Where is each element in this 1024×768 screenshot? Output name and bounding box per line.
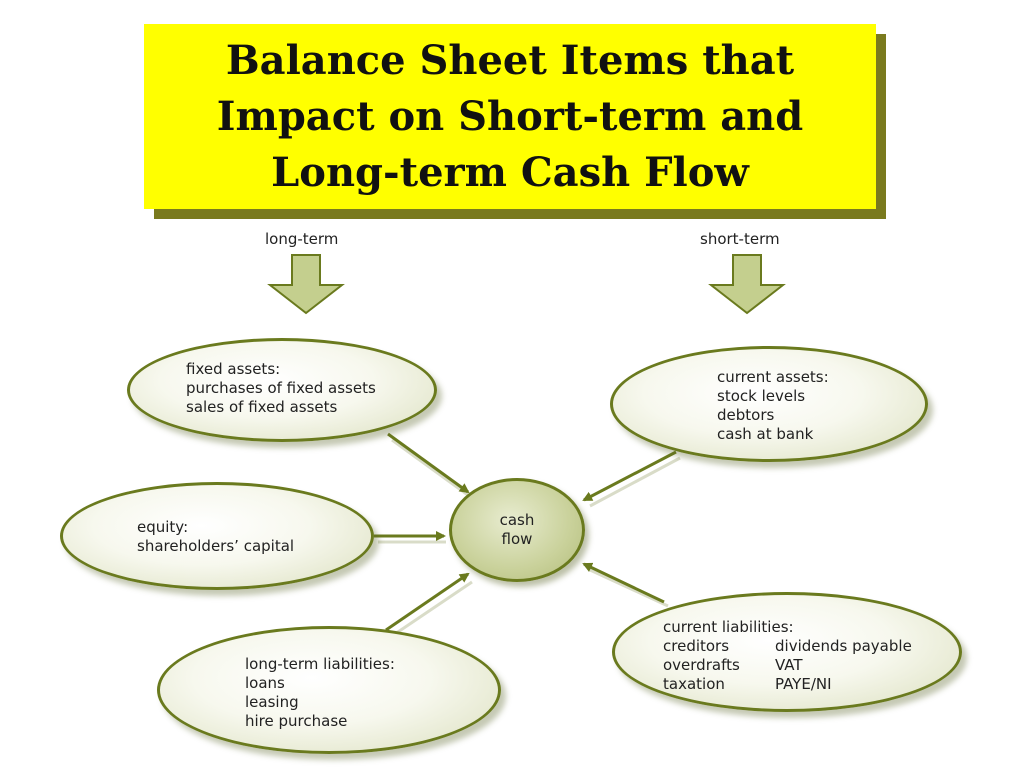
fixed-assets-node: fixed assets: purchases of fixed assets … <box>127 338 437 442</box>
fixed-assets-item: sales of fixed assets <box>186 398 338 416</box>
title-box: Balance Sheet Items that Impact on Short… <box>144 24 876 209</box>
title-line-3: Long-term Cash Flow <box>271 148 749 196</box>
current-assets-item: stock levels <box>717 387 806 405</box>
current-assets-item: debtors <box>717 406 775 424</box>
short-term-down-arrow <box>708 254 786 315</box>
table-cell: overdrafts <box>663 656 740 674</box>
equity-node: equity: shareholders’ capital <box>60 482 374 590</box>
cash-flow-line-1: cash <box>499 511 535 529</box>
current-liabilities-text: current liabilities: creditors dividends… <box>663 618 912 694</box>
current-liabilities-heading: current liabilities: <box>663 618 794 636</box>
current-assets-node: current assets: stock levels debtors cas… <box>610 346 928 462</box>
table-row: taxation PAYE/NI <box>663 675 912 694</box>
title-line-1: Balance Sheet Items that <box>225 36 795 84</box>
long-term-liabilities-item: hire purchase <box>245 712 348 730</box>
fixed-assets-item: purchases of fixed assets <box>186 379 376 397</box>
table-row: overdrafts VAT <box>663 656 912 675</box>
table-cell: creditors <box>663 637 730 655</box>
current-assets-heading: current assets: <box>717 368 829 386</box>
table-row: creditors dividends payable <box>663 637 912 656</box>
current-liabilities-node: current liabilities: creditors dividends… <box>612 592 962 712</box>
table-cell: taxation <box>663 675 725 693</box>
connector-long-term-liabilities <box>385 572 470 632</box>
current-liabilities-table: creditors dividends payable overdrafts V… <box>663 637 912 694</box>
cash-flow-line-2: flow <box>501 530 533 548</box>
connector-current-liabilities <box>582 562 665 604</box>
equity-text: equity: shareholders’ capital <box>137 518 294 556</box>
long-term-liabilities-text: long-term liabilities: loans leasing hir… <box>245 655 395 731</box>
long-term-liabilities-item: leasing <box>245 693 299 711</box>
fixed-assets-text: fixed assets: purchases of fixed assets … <box>186 360 376 417</box>
current-assets-item: cash at bank <box>717 425 814 443</box>
equity-heading: equity: <box>137 518 189 536</box>
title-line-2: Impact on Short-term and <box>216 92 804 140</box>
connector-fixed-assets <box>387 432 470 494</box>
long-term-liabilities-item: loans <box>245 674 285 692</box>
short-term-label: short-term <box>700 230 780 248</box>
equity-item: shareholders’ capital <box>137 537 295 555</box>
long-term-down-arrow <box>267 254 345 315</box>
table-cell: VAT <box>775 656 803 674</box>
long-term-label: long-term <box>265 230 339 248</box>
table-cell: PAYE/NI <box>775 675 832 693</box>
current-assets-text: current assets: stock levels debtors cas… <box>717 368 829 444</box>
cash-flow-node: cash flow <box>449 478 585 582</box>
long-term-liabilities-node: long-term liabilities: loans leasing hir… <box>157 626 501 754</box>
long-term-liabilities-heading: long-term liabilities: <box>245 655 395 673</box>
table-cell: dividends payable <box>775 637 912 655</box>
connector-current-assets <box>582 450 677 502</box>
fixed-assets-heading: fixed assets: <box>186 360 281 378</box>
